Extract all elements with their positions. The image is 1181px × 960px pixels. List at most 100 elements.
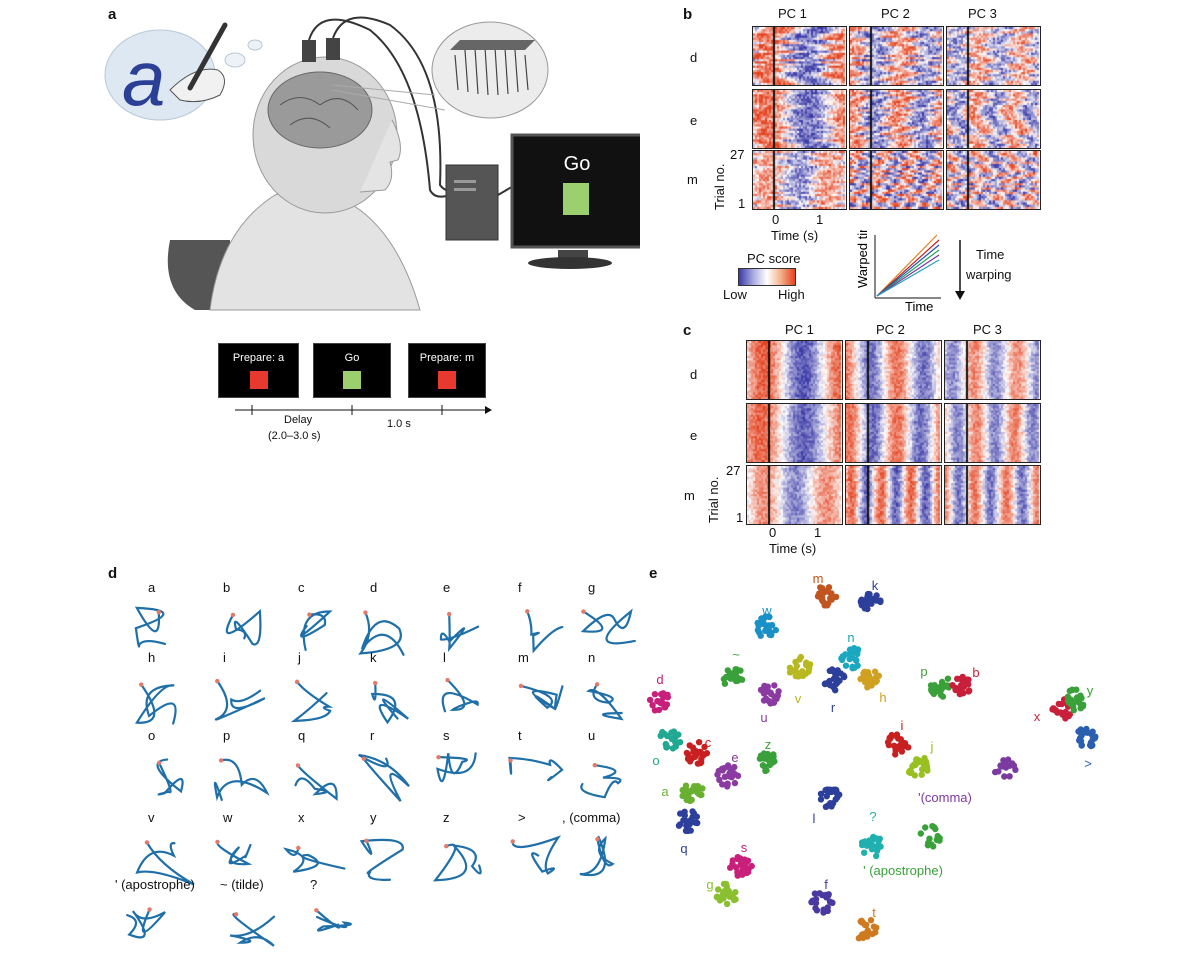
cluster-label: i [901,718,904,733]
cluster-n: n [838,630,862,672]
time-tick-1-c: 1 [814,525,822,540]
cluster-q: q [675,808,701,856]
delay-label: Delay [284,414,313,426]
cluster-label: ~ [732,647,740,662]
red-cue-square [249,371,268,389]
character-trajectory [225,609,262,646]
pc-heatmap [849,26,944,86]
cluster-comma: '(comma) [918,756,1019,805]
character-label: d [370,580,378,595]
character-trajectory [134,606,167,648]
character-trajectory [580,763,622,799]
pc-heatmap [845,465,942,525]
screen-go: Go [313,343,391,398]
monitor-go-text: Go [564,153,591,175]
cluster-label: q [680,841,687,856]
pc-heatmap [944,340,1041,400]
screen-label: Prepare: m [419,352,475,364]
cluster-label: ' (apostrophe) [863,863,943,878]
cluster-label: f [824,877,828,892]
pc-heatmap [752,26,847,86]
panel-label-d: d [108,565,118,582]
character-trajectory [215,839,253,866]
row-label-m-c: m [684,488,695,503]
time-warping-arrow [955,240,965,300]
character-trajectory [525,609,564,654]
character-label: x [298,810,305,825]
character-label: v [148,810,155,825]
cluster-label: j [930,739,934,754]
character-label: e [443,580,451,595]
cluster-label: e [731,750,738,765]
cluster-~: ~ [720,647,746,687]
cluster-label: s [741,840,748,855]
pc-heatmap [849,150,944,210]
warp-ylabel: Warped time [855,230,870,288]
character-label: , (comma) [562,810,621,825]
pc-heatmap [845,340,942,400]
cluster-e: e [714,750,742,790]
cluster-label: o [652,753,659,768]
cluster-h: h [857,668,887,705]
cluster-l: l [813,786,843,826]
time-tick-1: 1 [816,212,824,227]
cluster-v: v [786,653,814,706]
cluster-g: g [706,877,739,908]
character-trajectory [135,682,177,725]
time-tick-0: 0 [772,212,780,227]
character-trajectory [508,756,564,782]
cluster-k: k [857,578,884,613]
time-axis-label: Time (s) [771,228,819,243]
character-trajectory [518,683,564,711]
character-label: y [370,810,377,825]
character-trajectory [370,680,409,725]
character-label: q [298,728,306,743]
row-label-e: e [690,113,698,128]
delay-range: (2.0–3.0 s) [268,430,321,442]
cluster-m: m [813,571,840,609]
character-trajectory [314,908,352,932]
cluster-w: w [754,603,779,639]
screen-label: Go [344,352,360,364]
red-cue-square [438,371,456,389]
panel-label-a: a [108,6,117,23]
character-label: o [148,728,156,743]
character-label: > [518,810,526,825]
character-label: t [518,728,522,743]
pc-heatmap [845,403,942,463]
cluster-r: r [821,666,848,715]
character-trajectory [214,678,266,721]
time-warp-inset: Warped time Time [855,230,941,314]
character-trajectory [580,608,636,645]
character-trajectory [436,752,477,783]
cluster-apostrophe: ' (apostrophe) [863,823,943,878]
row-label-m: m [687,172,698,187]
cluster-y: y [1064,683,1094,714]
cluster-label: d [656,672,663,687]
character-trajectory [213,758,270,802]
character-label: i [223,650,226,665]
character-label: n [588,650,596,665]
character-trajectory [300,610,333,652]
pc-heatmap [944,403,1041,463]
character-trajectory [358,610,405,656]
cluster-label: u [760,710,767,725]
trial-tick-1: 1 [738,196,746,211]
time-axis-label-c: Time (s) [769,541,817,556]
character-trajectory [294,763,338,801]
cluster-x: x [1034,696,1075,724]
screen-prepare-m: Prepare: m [408,343,486,398]
bci-illustration: a Go [104,16,640,311]
panel-label-c: c [683,322,692,339]
pc-heatmap [746,465,843,525]
character-label: l [443,650,446,665]
character-trajectory [579,835,615,877]
cluster-label: r [831,700,836,715]
cluster-j: j [905,739,934,779]
character-trajectory [510,835,562,875]
character-trajectory [439,611,480,653]
colorbar-title: PC score [747,251,801,266]
pc3-title: PC 3 [968,6,997,21]
cluster-s: s [727,840,755,879]
cluster-o: o [652,728,684,768]
